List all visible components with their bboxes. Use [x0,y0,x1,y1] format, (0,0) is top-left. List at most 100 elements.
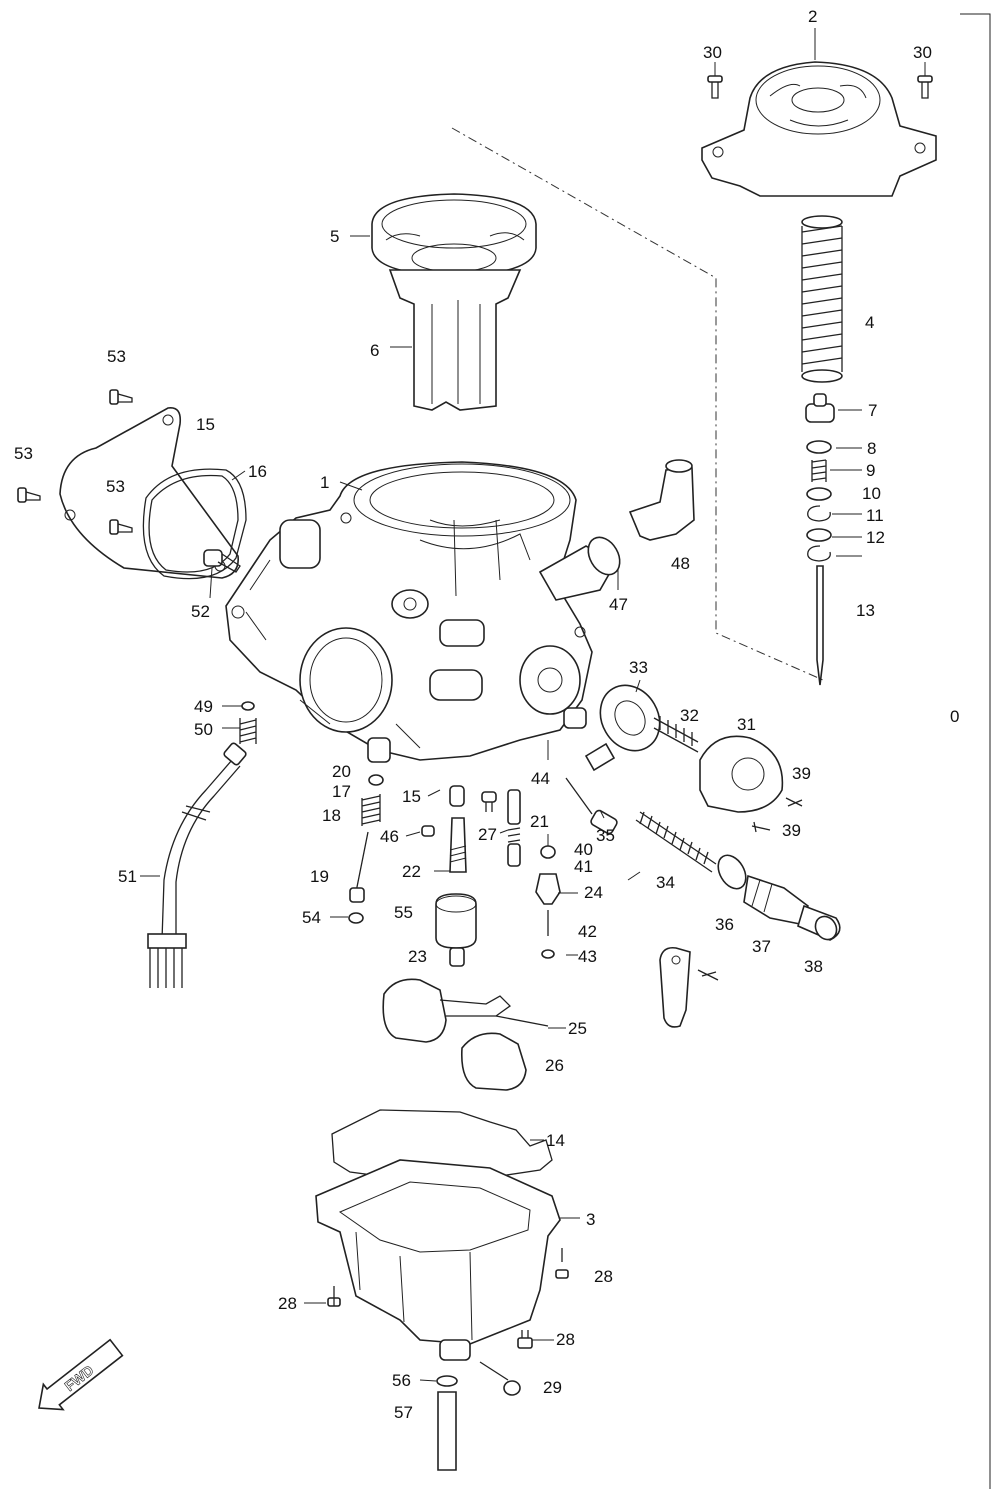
screw-30-right [917,75,933,99]
label-50: 50 [194,720,213,739]
leader-lines [140,28,926,1382]
label-24: 24 [584,883,603,902]
screw-39-upper [785,797,803,807]
label-52: 52 [191,602,210,621]
label-1: 1 [320,473,329,492]
label-21: 21 [530,812,549,831]
label-44: 44 [531,769,550,788]
label-56: 56 [392,1371,411,1390]
link-plate [659,946,719,1028]
label-19: 19 [310,867,329,886]
label-4: 4 [865,313,874,332]
float-bowl-3 [315,1159,561,1361]
label-0: 0 [950,707,959,726]
label-48: 48 [671,554,690,573]
screw-30-left [707,75,723,99]
pipe-47 [538,536,621,601]
label-41: 41 [574,857,593,876]
label-57: 57 [394,1403,413,1422]
needle-jet-22 [449,817,467,873]
label-47: 47 [609,595,628,614]
screw-28-right [555,1248,569,1279]
label-15-jet: 15 [402,787,421,806]
adjuster-37 [743,874,809,925]
label-28-left: 28 [278,1294,297,1313]
label-36: 36 [715,915,734,934]
label-26: 26 [545,1056,564,1075]
label-6: 6 [370,341,379,360]
label-28-bottom: 28 [556,1330,575,1349]
screw-53-mid [109,519,133,535]
label-9: 9 [866,461,875,480]
ring-20-17 [368,774,384,786]
screw-28-bottom [517,1330,533,1349]
spring-4 [801,215,843,383]
pump-cover-31 [699,735,784,813]
jet-15-body [449,785,465,807]
float-valve-40-41 [540,845,556,859]
label-32: 32 [680,706,699,725]
clip-needle [807,545,831,562]
piston-6 [388,269,522,411]
label-28-right: 28 [594,1267,613,1286]
forward-arrow: FWD [38,1338,124,1411]
bolt-52 [203,549,241,573]
label-18: 18 [322,806,341,825]
label-37: 37 [752,937,771,956]
label-5: 5 [330,227,339,246]
float-26 [460,1032,527,1091]
label-14: 14 [546,1131,565,1150]
main-jet-23 [449,947,465,967]
screw-53-left [17,487,41,503]
label-40: 40 [574,840,593,859]
top-cover [701,61,937,197]
diaphragm-5 [371,193,537,277]
screw-46 [421,825,435,837]
fitting-48 [628,459,695,541]
callout-labels: 2 30 30 5 4 6 7 8 9 10 11 12 13 53 15 53… [14,7,959,1422]
needle-42-43 [541,910,555,959]
label-13: 13 [856,601,875,620]
label-2: 2 [808,7,817,26]
label-16: 16 [248,462,267,481]
label-15-cover: 15 [196,415,215,434]
jet-needle-13 [816,565,824,686]
label-46: 46 [380,827,399,846]
page-corner-mark [960,13,991,1489]
label-39-lower: 39 [782,821,801,840]
o-ring-36 [717,854,747,890]
needle-holder-7 [805,393,835,423]
label-43: 43 [578,947,597,966]
pilot-screw-19 [349,831,369,903]
o-ring-56 [436,1375,458,1387]
label-10: 10 [862,484,881,503]
label-49: 49 [194,697,213,716]
label-3: 3 [586,1210,595,1229]
label-27: 27 [478,825,497,844]
spring-9 [811,459,827,482]
valve-seat-24 [535,873,561,905]
knob-38 [797,904,841,941]
screw-53-top [109,389,133,405]
screw-28-left [327,1286,341,1307]
label-42: 42 [578,922,597,941]
o-ring-54 [348,912,364,924]
pump-diaphragm-33 [584,684,661,772]
label-11: 11 [866,506,884,525]
label-22: 22 [402,862,421,881]
jet-holder-55 [435,893,477,949]
label-33: 33 [629,658,648,677]
label-7: 7 [868,401,877,420]
label-8: 8 [867,439,876,458]
drain-tube-57 [437,1391,457,1471]
screw-39-lower [751,821,771,833]
label-53-mid: 53 [106,477,125,496]
label-39-upper: 39 [792,764,811,783]
spring-32 [653,716,699,753]
gasket-16 [142,468,247,580]
clip-11 [807,505,831,522]
spring-49-50 [239,701,257,744]
label-53-top: 53 [107,347,126,366]
label-35: 35 [596,826,615,845]
